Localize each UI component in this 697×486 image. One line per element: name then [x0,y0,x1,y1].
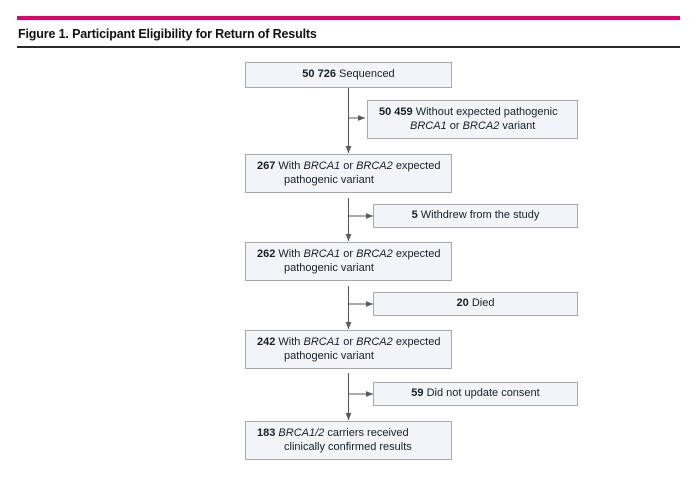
node-withdrew-label: Withdrew from the study [420,209,540,222]
node-with-variant-242-count: 242 [257,336,276,348]
node-sequenced-text: 50 726 Sequenced [246,68,451,82]
gene-brca1: BRCA1 [303,248,341,260]
node-with-variant-267: 267 With BRCA1 or BRCA2 expected pathoge… [245,154,452,193]
conjunction-or: or [340,336,357,348]
conjunction-or: or [446,119,463,132]
node-sequenced-count: 50 726 [302,68,336,81]
node-no-consent-label: Did not update consent [426,387,540,400]
node-with-variant-242-text: 242 With BRCA1 or BRCA2 expected pathoge… [246,336,451,363]
node-without-variant-line2: BRCA1 or BRCA2 variant [379,120,571,134]
node-withdrew-count: 5 [411,209,418,222]
node-with-variant-242: 242 With BRCA1 or BRCA2 expected pathoge… [245,330,452,369]
node-no-consent: 59 Did not update consent [373,382,578,406]
conjunction-or: or [340,248,357,260]
conjunction-or: or [340,160,357,172]
node-withdrew: 5 Withdrew from the study [373,204,578,228]
gene-brca1-2: BRCA1/2 [278,427,325,439]
node-without-variant-line1: Without expected pathogenic [415,106,558,118]
node-received-results-line2: clinically confirmed results [284,440,412,453]
node-without-variant-count: 50 459 [379,106,413,118]
node-without-variant: 50 459 Without expected pathogenic BRCA1… [367,100,578,139]
gene-brca2: BRCA2 [462,119,500,132]
node-died-text: 20 Died [374,297,577,311]
gene-brca1: BRCA1 [303,160,341,172]
node-received-results-text: 183 BRCA1/2 carriers received clinically… [246,427,451,454]
node-without-variant-text: 50 459 Without expected pathogenic BRCA1… [368,106,577,133]
node-with-variant-262-pre: With [278,248,304,260]
gene-brca2: BRCA2 [356,160,393,172]
gene-brca1: BRCA1 [303,336,341,348]
gene-brca2: BRCA2 [356,248,393,260]
node-received-results: 183 BRCA1/2 carriers received clinically… [245,421,452,460]
node-with-variant-267-tail: expected [392,160,441,172]
title-rule [17,46,680,48]
node-with-variant-262-tail: expected [392,248,441,260]
node-died-count: 20 [456,297,469,310]
figure-title: Figure 1. Participant Eligibility for Re… [18,27,317,41]
node-with-variant-267-count: 267 [257,160,276,172]
gene-brca1: BRCA1 [410,119,447,132]
node-with-variant-267-pre: With [278,160,304,172]
node-with-variant-262: 262 With BRCA1 or BRCA2 expected pathoge… [245,242,452,281]
node-with-variant-242-pre: With [278,336,304,348]
node-sequenced: 50 726 Sequenced [245,62,452,88]
node-received-results-tail: carriers received [324,427,409,439]
node-died: 20 Died [373,292,578,316]
gene-brca2: BRCA2 [356,336,393,348]
node-no-consent-count: 59 [411,387,424,400]
accent-bar [17,16,680,20]
node-with-variant-262-line2: pathogenic variant [284,261,374,274]
node-received-results-count: 183 [257,427,276,439]
node-no-consent-text: 59 Did not update consent [374,387,577,401]
node-with-variant-242-tail: expected [392,336,441,348]
node-withdrew-text: 5 Withdrew from the study [374,209,577,223]
node-with-variant-262-count: 262 [257,248,276,260]
node-with-variant-242-line2: pathogenic variant [284,349,374,362]
node-without-variant-tail: variant [499,119,536,132]
node-with-variant-267-line2: pathogenic variant [284,173,374,186]
node-with-variant-267-text: 267 With BRCA1 or BRCA2 expected pathoge… [246,160,451,187]
node-sequenced-label: Sequenced [339,68,395,81]
node-with-variant-262-text: 262 With BRCA1 or BRCA2 expected pathoge… [246,248,451,275]
figure-header: Figure 1. Participant Eligibility for Re… [17,16,680,48]
node-died-label: Died [471,297,495,310]
